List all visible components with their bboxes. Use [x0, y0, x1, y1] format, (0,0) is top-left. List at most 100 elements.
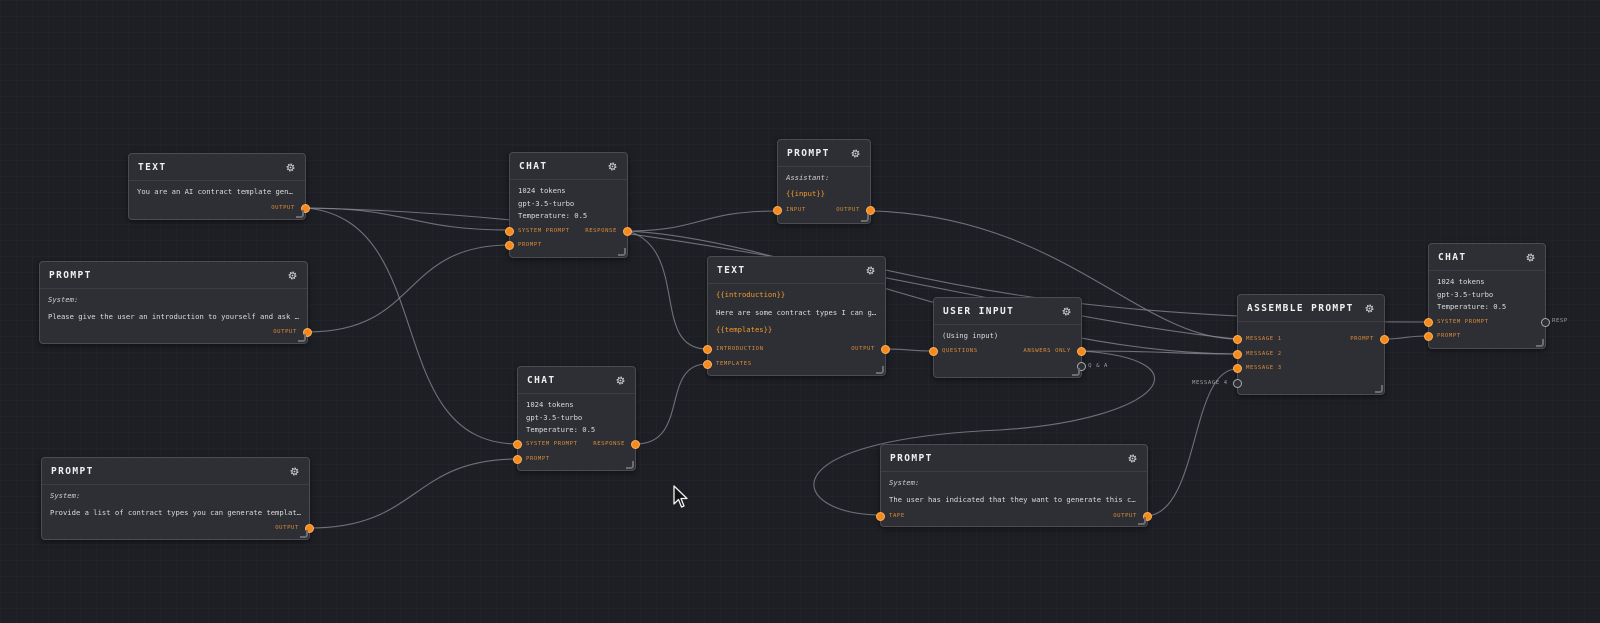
response-label: RESPONSE: [593, 441, 625, 447]
wire-text2-to-user-input: [885, 348, 934, 352]
output-port[interactable]: [303, 328, 312, 337]
gear-icon[interactable]: [285, 162, 296, 173]
gear-icon[interactable]: [850, 148, 861, 159]
output-label: OUTPUT: [836, 207, 860, 213]
resize-handle[interactable]: [861, 214, 869, 222]
response-port[interactable]: [631, 440, 640, 449]
resize-handle[interactable]: [618, 248, 626, 256]
prompt-content: Please give the user an introduction to …: [48, 311, 299, 321]
text-node-1[interactable]: TEXT You are an AI contract template gen…: [128, 153, 310, 220]
node-title: PROMPT: [49, 269, 92, 281]
resize-handle[interactable]: [1138, 517, 1146, 525]
wire-chat2-to-text2-templates: [635, 363, 708, 445]
resize-handle[interactable]: [1072, 368, 1080, 376]
resize-handle[interactable]: [300, 530, 308, 538]
prompt-content: The user has indicated that they want to…: [889, 494, 1139, 504]
node-title: USER INPUT: [943, 305, 1015, 317]
prompt-label: PROMPT: [518, 242, 542, 248]
temperature: Temperature: 0.5: [526, 425, 596, 434]
response-port[interactable]: [623, 227, 632, 236]
node-title: CHAT: [1438, 251, 1467, 263]
templates-label: TEMPLATES: [716, 361, 752, 367]
questions-port[interactable]: [929, 347, 938, 356]
user-input-node[interactable]: USER INPUT (Using input) QUESTIONS ANSWE…: [929, 297, 1107, 378]
prompt-node-3[interactable]: PROMPT System: The user has indicated th…: [876, 444, 1152, 527]
wire-prompt1-to-chat1-prompt: [307, 244, 511, 333]
node-title: TEXT: [717, 264, 746, 276]
system-prompt-port[interactable]: [505, 227, 514, 236]
output-port[interactable]: [881, 345, 890, 354]
prompt-output-label: PROMPT: [1350, 336, 1374, 342]
text-node-2[interactable]: TEXT {{introduction}} Here are some cont…: [703, 256, 890, 376]
response-label: RESPONSE: [585, 228, 617, 234]
temperature: Temperature: 0.5: [1437, 302, 1507, 311]
system-prompt-port[interactable]: [1424, 318, 1433, 327]
introduction-label: INTRODUCTION: [716, 346, 764, 352]
role-label: Assistant:: [786, 173, 830, 182]
input-port[interactable]: [773, 206, 782, 215]
message-4-port[interactable]: [1233, 379, 1242, 388]
temperature: Temperature: 0.5: [518, 211, 588, 220]
output-port[interactable]: [866, 206, 875, 215]
wire-prompt3-to-assemble-m3: [1147, 368, 1238, 517]
prompt-output-port[interactable]: [1380, 335, 1389, 344]
qa-port[interactable]: [1077, 362, 1086, 371]
tape-port[interactable]: [876, 512, 885, 521]
answers-only-port[interactable]: [1077, 347, 1086, 356]
gear-icon[interactable]: [865, 265, 876, 276]
prompt-node-1[interactable]: PROMPT System: Please give the user an i…: [39, 261, 312, 344]
resize-handle[interactable]: [876, 366, 884, 374]
resize-handle[interactable]: [1536, 339, 1544, 347]
tape-label: TAPE: [889, 513, 905, 519]
resize-handle[interactable]: [1375, 385, 1383, 393]
prompt-node-2[interactable]: PROMPT System: Provide a list of contrac…: [41, 457, 314, 540]
message-3-port[interactable]: [1233, 364, 1242, 373]
output-port[interactable]: [301, 204, 310, 213]
system-prompt-port[interactable]: [513, 440, 522, 449]
prompt-port[interactable]: [505, 241, 514, 250]
resize-handle[interactable]: [298, 334, 306, 342]
message-1-port[interactable]: [1233, 335, 1242, 344]
chat-node-2[interactable]: CHAT 1024 tokens gpt-3.5-turbo Temperatu…: [513, 366, 640, 471]
templates-port[interactable]: [703, 360, 712, 369]
node-title: PROMPT: [890, 452, 933, 464]
chat-node-3[interactable]: CHAT 1024 tokens gpt-3.5-turbo Temperatu…: [1424, 243, 1550, 349]
prompt-content: Provide a list of contract types you can…: [50, 507, 301, 517]
message-3-label: MESSAGE 3: [1246, 365, 1282, 371]
mouse-pointer-icon: [673, 485, 688, 508]
resize-handle[interactable]: [296, 210, 304, 218]
output-port[interactable]: [305, 524, 314, 533]
input-mode: (Using input): [942, 331, 999, 340]
message-2-label: MESSAGE 2: [1246, 351, 1282, 357]
gear-icon[interactable]: [1525, 252, 1536, 263]
model-name: gpt-3.5-turbo: [526, 412, 583, 422]
gear-icon[interactable]: [615, 375, 626, 386]
gear-icon[interactable]: [289, 466, 300, 477]
gear-icon[interactable]: [1364, 303, 1375, 314]
gear-icon[interactable]: [1061, 306, 1072, 317]
wire-assemble-to-chat3-prompt: [1384, 335, 1429, 340]
output-port[interactable]: [1143, 512, 1152, 521]
node-title: PROMPT: [51, 465, 94, 477]
gear-icon[interactable]: [1127, 453, 1138, 464]
prompt-port[interactable]: [513, 455, 522, 464]
node-title: PROMPT: [787, 147, 830, 159]
message-2-port[interactable]: [1233, 350, 1242, 359]
output-label: OUTPUT: [273, 329, 297, 335]
resize-handle[interactable]: [626, 461, 634, 469]
gear-icon[interactable]: [287, 270, 298, 281]
prompt-port[interactable]: [1424, 332, 1433, 341]
system-prompt-label: SYSTEM PROMPT: [518, 228, 570, 234]
assemble-prompt-node[interactable]: ASSEMBLE PROMPT MESSAGE 1 MESSAGE 2 MESS…: [1192, 294, 1389, 395]
gear-icon[interactable]: [607, 161, 618, 172]
chat-node-1[interactable]: CHAT 1024 tokens gpt-3.5-turbo Temperatu…: [505, 152, 632, 258]
prompt-input-node[interactable]: PROMPT Assistant: {{input}} INPUT OUTPUT: [773, 139, 875, 224]
wire-text-to-chat1-system: [305, 207, 511, 231]
template-variable: {{input}}: [786, 188, 825, 198]
introduction-port[interactable]: [703, 345, 712, 354]
role-label: System:: [50, 491, 81, 500]
output-label: OUTPUT: [275, 525, 299, 531]
text-content: Here are some contract types I can g…: [716, 307, 877, 317]
response-port[interactable]: [1541, 318, 1550, 327]
